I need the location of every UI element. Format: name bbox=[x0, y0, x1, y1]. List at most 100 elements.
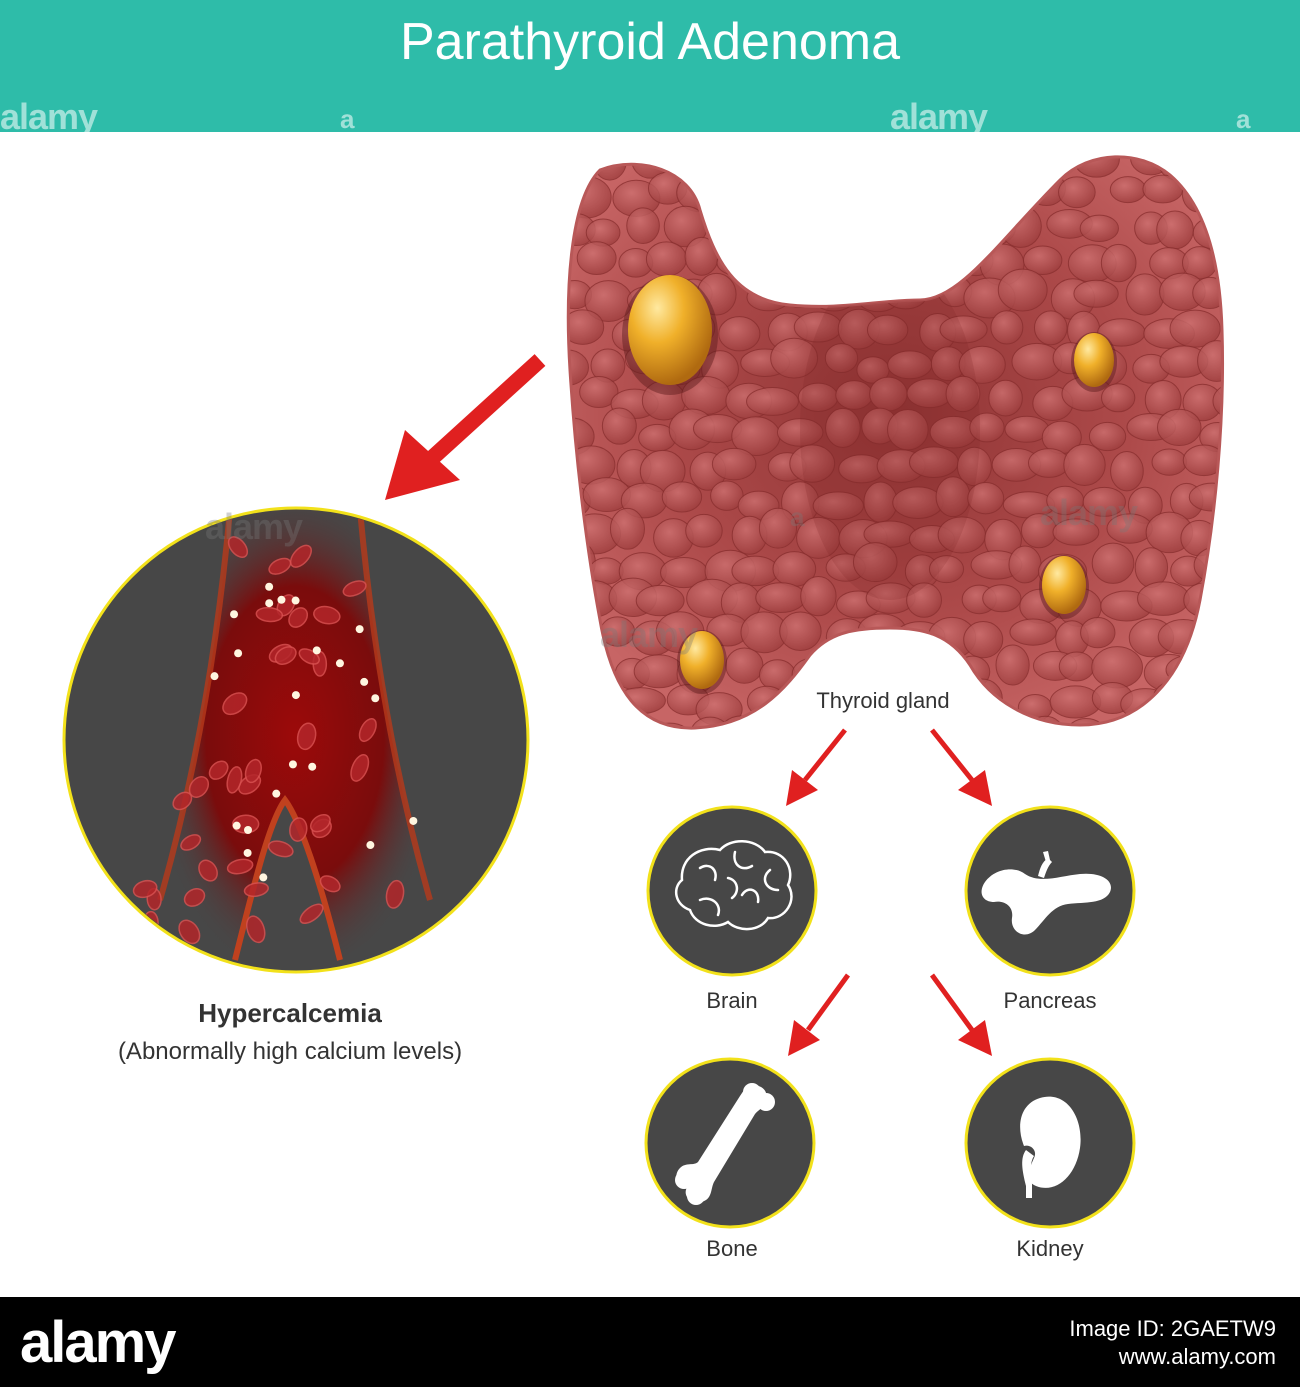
blood-cell bbox=[227, 536, 249, 558]
blood-cell bbox=[244, 758, 262, 784]
thyroid-lobule bbox=[1097, 720, 1143, 729]
bone-circle bbox=[644, 1057, 816, 1229]
thyroid-lobule bbox=[721, 183, 756, 216]
thyroid-lobule bbox=[1082, 486, 1126, 517]
thyroid-lobule bbox=[1156, 210, 1194, 250]
thyroid-lobule bbox=[1080, 616, 1116, 649]
thyroid-lobule bbox=[718, 316, 761, 352]
thyroid-lobule bbox=[824, 181, 876, 214]
blood-cell bbox=[289, 544, 312, 568]
arrow-to-pancreas bbox=[930, 728, 992, 806]
thyroid-lobule bbox=[609, 507, 645, 550]
thyroid-lobule bbox=[705, 156, 750, 174]
thyroid-lobule bbox=[740, 209, 792, 247]
blood-cell bbox=[385, 879, 405, 909]
thyroid-lobule bbox=[568, 725, 610, 729]
thyroid-lobule bbox=[1192, 216, 1223, 250]
blood-cell bbox=[180, 834, 202, 851]
arrow-to-brain bbox=[786, 728, 847, 806]
thyroid-lobule bbox=[1022, 245, 1063, 276]
calcium-particle bbox=[355, 625, 364, 634]
thyroid-lobule bbox=[852, 542, 898, 583]
thyroid-lobule bbox=[746, 387, 799, 416]
thyroid-lobule bbox=[770, 337, 819, 379]
blood-cell bbox=[309, 813, 331, 833]
thyroid-lobule bbox=[984, 183, 1035, 213]
thyroid-lobule bbox=[1188, 482, 1223, 512]
blood-cell bbox=[268, 557, 292, 575]
footer-bar: alamy Image ID: 2GAETW9 www.alamy.com bbox=[0, 1297, 1300, 1387]
thyroid-lobule bbox=[690, 716, 731, 729]
calcium-particle bbox=[335, 659, 344, 668]
blood-cell bbox=[226, 858, 254, 875]
thyroid-lobule bbox=[1223, 310, 1263, 349]
calcium-particle bbox=[291, 596, 300, 605]
blood-cell bbox=[188, 776, 210, 798]
thyroid-lobule bbox=[1220, 247, 1223, 283]
thyroid-lobule bbox=[1182, 444, 1223, 477]
thyroid-lobule bbox=[1073, 279, 1119, 308]
thyroid-lobule bbox=[1008, 545, 1042, 584]
calcium-particle bbox=[371, 694, 380, 703]
thyroid-lobule bbox=[568, 349, 589, 386]
thyroid-lobule bbox=[776, 418, 824, 447]
thyroid-lobule bbox=[759, 659, 796, 691]
adenoma-nodules bbox=[622, 275, 1117, 694]
thyroid-lobule bbox=[645, 241, 687, 277]
blood-cell bbox=[267, 840, 294, 858]
thyroid-lobule bbox=[939, 315, 988, 344]
thyroid-lobule bbox=[947, 174, 983, 203]
thyroid-lobule bbox=[1205, 658, 1223, 688]
calcium-particle bbox=[259, 873, 268, 882]
thyroid-lobule bbox=[1058, 651, 1095, 682]
thyroid-lobule bbox=[1006, 156, 1055, 178]
thyroid-lobule bbox=[755, 582, 807, 614]
thyroid-lobule bbox=[990, 310, 1024, 345]
brain-circle bbox=[646, 805, 818, 977]
calcium-particle bbox=[243, 848, 252, 857]
thyroid-lobule bbox=[969, 412, 1005, 443]
image-id: Image ID: 2GAETW9 bbox=[1069, 1316, 1276, 1341]
thyroid-lobule bbox=[883, 655, 924, 686]
thyroid-lobule bbox=[919, 246, 960, 289]
thyroid-lobule bbox=[988, 379, 1023, 417]
thyroid-lobule bbox=[1151, 448, 1187, 476]
thyroid-lobule bbox=[906, 582, 943, 618]
blood-cell bbox=[299, 903, 324, 924]
thyroid-lobule bbox=[1039, 156, 1082, 171]
thyroid-lobule bbox=[725, 647, 764, 684]
thyroid-lobule bbox=[897, 156, 934, 178]
thyroid-lobule bbox=[1109, 176, 1147, 204]
thyroid-lobule bbox=[576, 241, 617, 275]
calcium-particle bbox=[360, 677, 369, 686]
blood-cell bbox=[132, 879, 158, 899]
thyroid-lobule bbox=[1101, 383, 1136, 413]
thyroid-lobule bbox=[568, 156, 591, 177]
blood-cell bbox=[274, 646, 297, 665]
calcium-particle bbox=[243, 826, 252, 835]
thyroid-lobule bbox=[997, 268, 1048, 312]
calcium-particle bbox=[265, 582, 274, 591]
thyroid-lobule bbox=[1156, 408, 1202, 447]
footer-logo: alamy bbox=[20, 1310, 176, 1375]
thyroid-gland bbox=[566, 155, 1263, 730]
thyroid-lobule bbox=[1195, 680, 1223, 723]
watermark: alamy bbox=[1040, 492, 1138, 533]
watermark-mark: a bbox=[1236, 104, 1251, 134]
thyroid-lobule bbox=[1215, 175, 1223, 218]
watermark-mark: a bbox=[340, 104, 355, 134]
watermark: alamy bbox=[205, 506, 303, 547]
thyroid-lobule bbox=[1193, 545, 1223, 585]
thyroid-lobule bbox=[1063, 443, 1106, 486]
thyroid-lobule bbox=[789, 444, 836, 483]
hypercalcemia-circle bbox=[62, 506, 530, 974]
thyroid-lobule bbox=[716, 248, 768, 277]
thyroid-lobule bbox=[995, 644, 1030, 686]
thyroid-lobule bbox=[862, 170, 910, 209]
watermark-mark: a bbox=[790, 502, 805, 532]
thyroid-lobule bbox=[1195, 619, 1223, 663]
thyroid-lobule bbox=[580, 686, 630, 715]
thyroid-lobule bbox=[1137, 581, 1190, 616]
thyroid-lobule bbox=[1190, 156, 1223, 172]
calcium-particle bbox=[265, 599, 274, 608]
